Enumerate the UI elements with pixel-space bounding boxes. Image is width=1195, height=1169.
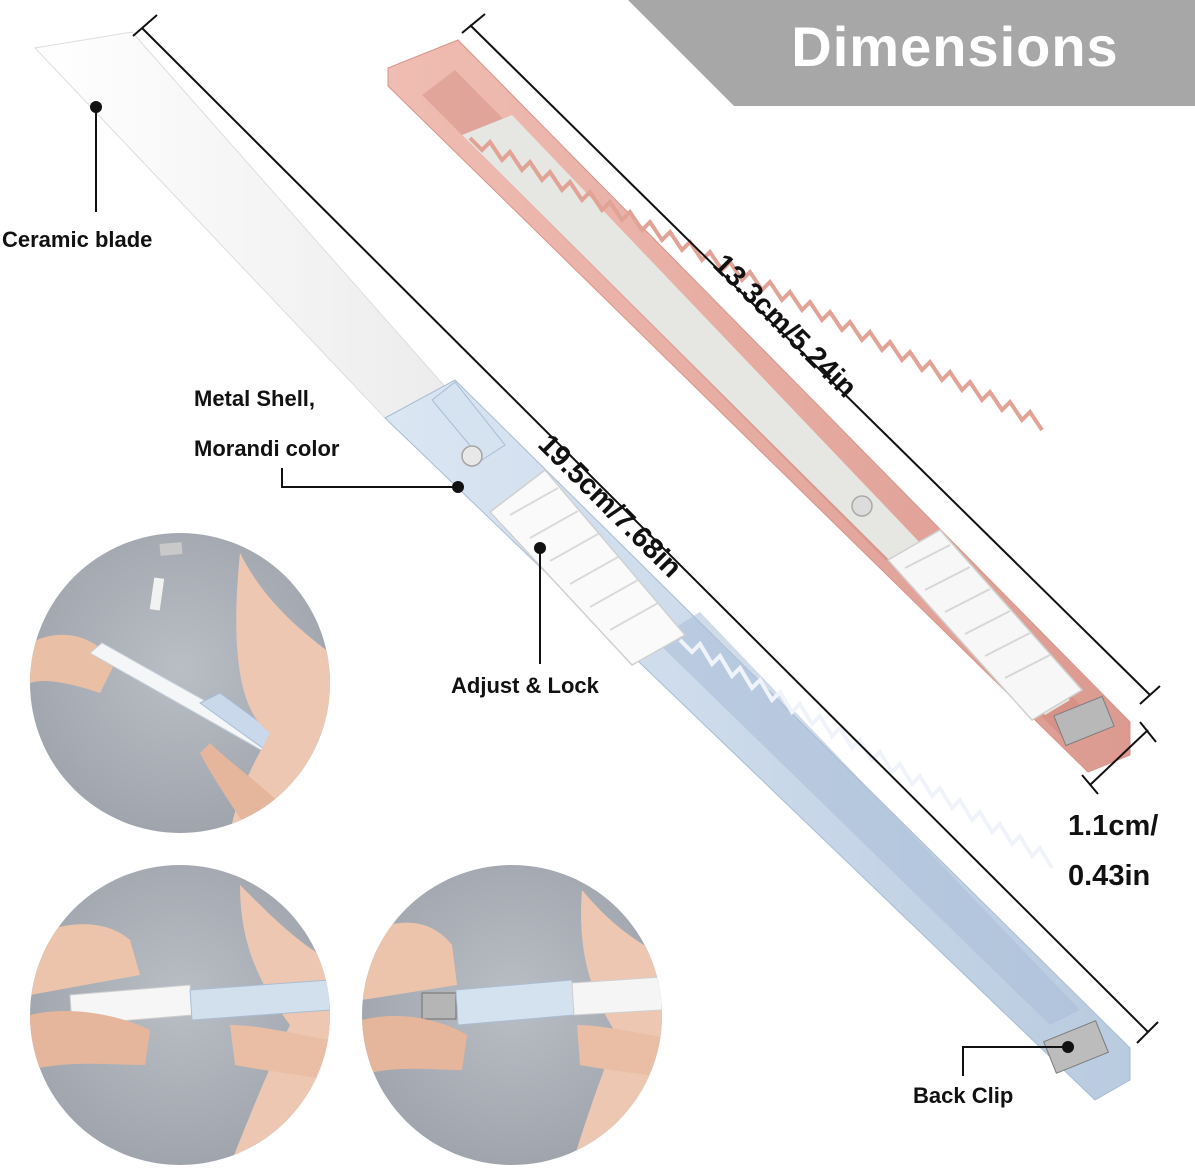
pink-knife — [387, 39, 1131, 773]
back-clip-leader — [962, 1041, 1074, 1076]
width-label-line1: 1.1cm/ — [1068, 810, 1159, 842]
adjust-lock-leader — [534, 542, 546, 664]
width-label-line2: 0.43in — [1068, 860, 1151, 892]
metal-shell-leader — [281, 468, 464, 493]
blue-knife-slider-ridges — [509, 487, 659, 631]
ceramic-blade — [33, 31, 449, 419]
blue-knife — [33, 31, 1131, 1101]
back-clip-label: Back Clip — [913, 1083, 1014, 1108]
ceramic-blade-leader — [90, 101, 102, 212]
blue-knife-track — [655, 612, 1080, 1025]
ceramic-blade-label: Ceramic blade — [2, 227, 153, 252]
pink-knife-slider-ridges — [904, 544, 1051, 679]
usage-photo-extend-blade — [30, 865, 330, 1165]
usage-photo-slide-blade — [30, 533, 330, 833]
blue-knife-clip-tab — [431, 381, 506, 461]
metal-shell-label: Metal Shell, — [194, 386, 316, 411]
blue-knife-rivet — [461, 445, 483, 467]
morandi-color-label: Morandi color — [194, 436, 340, 461]
pink-knife-slider — [886, 529, 1084, 721]
adjust-lock-label: Adjust & Lock — [451, 673, 599, 698]
banner-title: Dimensions — [791, 15, 1119, 78]
pink-knife-teeth — [468, 136, 1044, 432]
width-dimension-line — [1081, 721, 1157, 795]
pink-length-dimension-line — [461, 13, 1161, 705]
pink-knife-back-clip — [1053, 695, 1115, 747]
blue-knife-back-clip — [1043, 1020, 1109, 1074]
usage-photo-back-clip — [362, 865, 662, 1165]
blue-length-dimension-line — [132, 14, 1159, 1044]
pink-knife-rivet — [851, 495, 873, 517]
